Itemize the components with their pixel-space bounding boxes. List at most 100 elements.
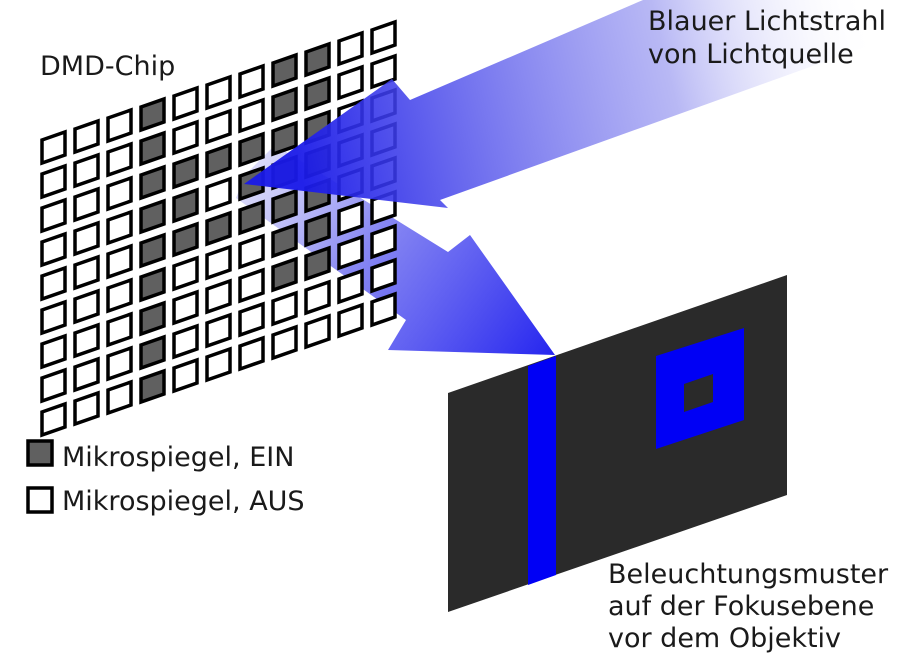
focal-plane [448,275,787,612]
micromirror-off [40,333,67,370]
micromirror-off [73,118,100,155]
micromirror-off [40,197,67,234]
micromirror-off [337,200,364,237]
micromirror-on [139,334,166,371]
micromirror-off [304,279,331,316]
micromirror-off [370,53,397,90]
micromirror-on [304,75,331,112]
micromirror-off [73,322,100,359]
micromirror-off [106,107,133,144]
micromirror-on [172,221,199,258]
micromirror-off [40,163,67,200]
micromirror-off [271,324,298,361]
micromirror-off [370,257,397,294]
micromirror-off [205,108,232,145]
micromirror-on [271,222,298,259]
micromirror-off [106,311,133,348]
micromirror-off [205,312,232,349]
micromirror-on [139,96,166,133]
micromirror-off [205,74,232,111]
micromirror-on [304,41,331,78]
micromirror-off [370,291,397,328]
micromirror-on [271,52,298,89]
micromirror-off [40,231,67,268]
micromirror-off [238,233,265,270]
micromirror-off [172,289,199,326]
micromirror-off [106,277,133,314]
micromirror-on [172,187,199,224]
micromirror-off [106,175,133,212]
micromirror-off [73,288,100,325]
micromirror-on [172,153,199,190]
legend: Mikrospiegel, EIN Mikrospiegel, AUS [26,439,305,517]
micromirror-on [238,199,265,236]
light-source-label-line2: von Lichtquelle [648,39,854,70]
micromirror-off [370,223,397,260]
micromirror-off [238,63,265,100]
micromirror-off [337,302,364,339]
pattern-label-line2: auf der Fokusebene [608,591,874,622]
micromirror-off [40,299,67,336]
micromirror-off [106,379,133,416]
dmd-chip-label: DMD-Chip [40,51,175,82]
pattern-label-line1: Beleuchtungsmuster [608,559,889,590]
micromirror-off [40,129,67,166]
micromirror-off [73,220,100,257]
micromirror-on [139,300,166,337]
micromirror-on [304,211,331,248]
micromirror-off [238,335,265,372]
pattern-stripe [528,356,556,585]
legend-label-on: Mikrospiegel, EIN [62,442,294,473]
micromirror-on [139,198,166,235]
micromirror-off [73,390,100,427]
micromirror-off [40,367,67,404]
micromirror-off [238,97,265,134]
micromirror-off [304,313,331,350]
micromirror-off [370,19,397,56]
micromirror-off [337,64,364,101]
micromirror-off [337,234,364,271]
micromirror-on [205,210,232,247]
micromirror-off [205,278,232,315]
micromirror-off [205,346,232,383]
legend-item-off: Mikrospiegel, AUS [26,486,305,517]
micromirror-off [106,243,133,280]
micromirror-off [238,267,265,304]
pattern-label-line3: vor dem Objektiv [608,623,841,654]
micromirror-off [337,30,364,67]
micromirror-off [40,265,67,302]
micromirror-off [205,176,232,213]
micromirror-on [271,86,298,123]
micromirror-on [271,188,298,225]
light-source-label-line1: Blauer Lichtstrahl [648,6,886,37]
micromirror-off [73,186,100,223]
dmd-chip-array [40,19,397,438]
micromirror-off [106,209,133,246]
micromirror-off [73,254,100,291]
legend-swatch-off [26,486,54,514]
micromirror-on [139,266,166,303]
micromirror-off [106,345,133,382]
legend-item-on: Mikrospiegel, EIN [26,439,294,473]
micromirror-off [337,268,364,305]
micromirror-on [139,164,166,201]
micromirror-on [271,120,298,157]
micromirror-off [172,119,199,156]
micromirror-off [172,323,199,360]
micromirror-off [172,357,199,394]
legend-swatch-on [26,439,54,467]
micromirror-on [304,245,331,282]
micromirror-off [73,356,100,393]
micromirror-off [172,85,199,122]
micromirror-off [40,401,67,438]
pattern-square-hole [684,374,713,412]
incoming-beam-arrow [244,0,913,208]
micromirror-on [205,142,232,179]
micromirror-on [271,256,298,293]
micromirror-on [238,131,265,168]
micromirror-off [172,255,199,292]
micromirror-off [238,301,265,338]
micromirror-on [139,368,166,405]
